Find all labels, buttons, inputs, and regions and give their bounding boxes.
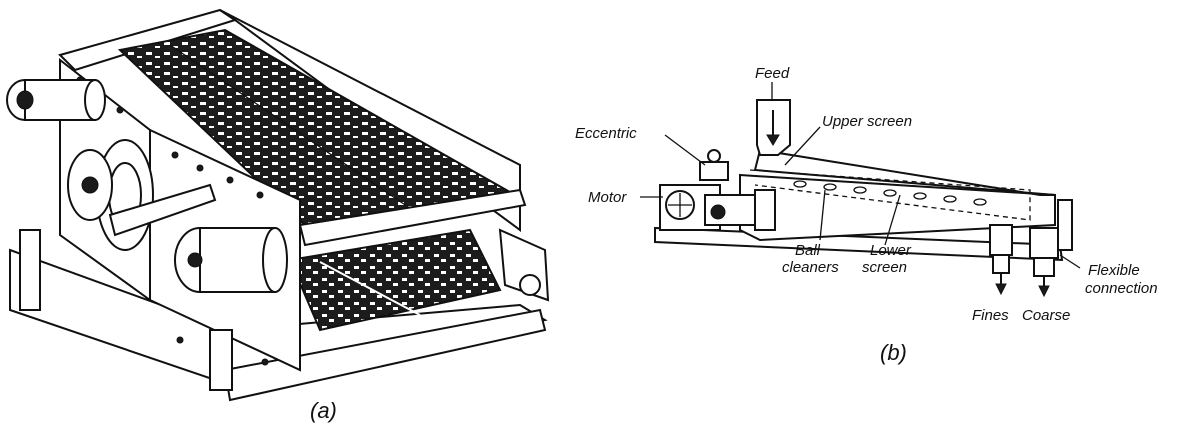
label-motor: Motor [588, 189, 627, 206]
flexible-connection-part [1057, 199, 1073, 251]
back-plate [219, 9, 521, 232]
leg-left [19, 229, 41, 311]
ball-cleaners [793, 180, 987, 206]
label-lower-screen-line1: Lower [870, 242, 912, 259]
label-lower-screen-line2: screen [862, 259, 907, 276]
upper-deck-lip [298, 188, 527, 247]
label-upper-screen: Upper screen [822, 113, 912, 130]
figure-b-caption: (b) [880, 340, 907, 365]
bracket-arm [108, 183, 217, 237]
label-ball-cleaners-line1: Ball [795, 242, 821, 259]
fines-spout [989, 224, 1013, 296]
label-coarse: Coarse [1022, 307, 1070, 324]
mounting-eye [519, 274, 541, 296]
eccentric-knob [707, 149, 721, 163]
label-eccentric: Eccentric [575, 125, 637, 142]
leg-front [209, 329, 233, 391]
coarse-spout [1029, 227, 1059, 298]
lower-deck-divider [319, 261, 421, 316]
screen-top [753, 148, 1056, 196]
drive-motor [6, 79, 106, 121]
feed-arrowhead [766, 134, 780, 146]
upper-deck-divider [169, 44, 421, 216]
figure-a-caption: (a) [310, 398, 337, 423]
leader-lines [640, 82, 1081, 269]
label-ball-cleaners-line2: cleaners [782, 259, 839, 276]
label-fines: Fines [972, 307, 1009, 324]
lower-screen-deck [288, 228, 502, 332]
label-flexible-line2: connection [1085, 280, 1158, 297]
motor-b [659, 184, 776, 231]
vibrator-motor [174, 227, 288, 293]
figure-b-schematic: Feed Eccentric Upper screen Motor Ball c… [575, 65, 1158, 365]
label-feed: Feed [755, 65, 790, 82]
label-flexible-line1: Flexible [1088, 262, 1140, 279]
figure-a-machine: (a) [6, 8, 550, 423]
